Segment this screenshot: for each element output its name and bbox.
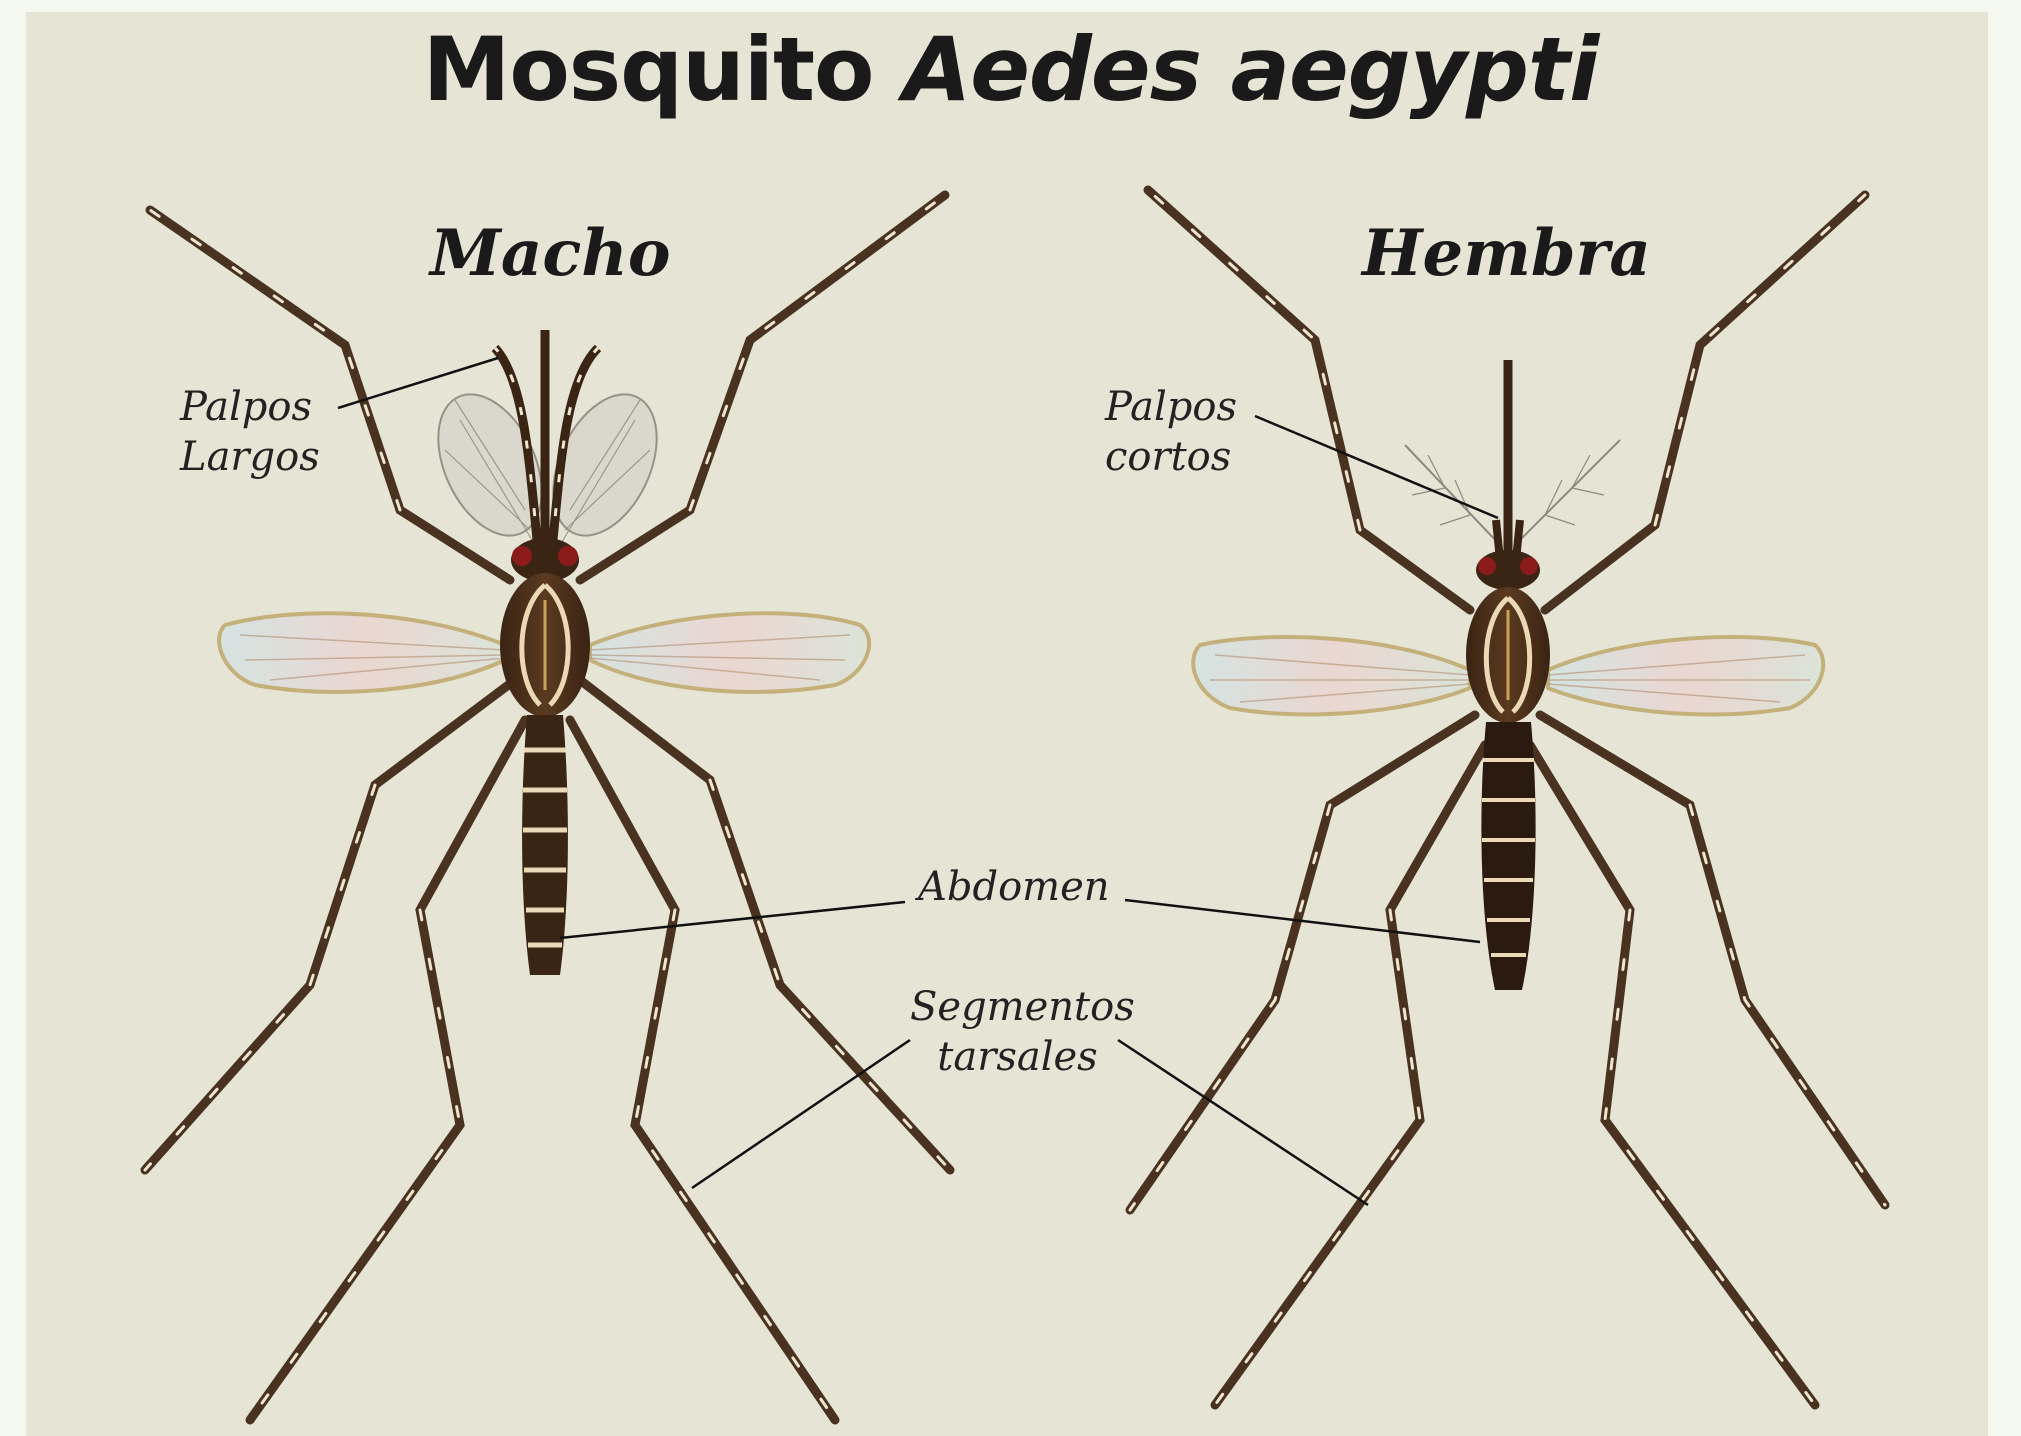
label-palpos-largos-line1: Palpos (180, 382, 320, 432)
page-title: Mosquito Aedes aegypti (0, 18, 2021, 121)
label-abdomen: Abdomen (918, 862, 1110, 912)
label-tarsales-line2: tarsales (910, 1032, 1125, 1082)
male-leg-middle-left (145, 680, 515, 1170)
label-abdomen-text: Abdomen (918, 862, 1110, 912)
female-leg-hind-right (1530, 745, 1815, 1405)
female-eye-right (1520, 557, 1538, 575)
male-wing-left (219, 613, 505, 692)
label-palpos-cortos-line1: Palpos (1105, 382, 1237, 432)
label-palpos-cortos: Palpos cortos (1105, 382, 1237, 482)
label-segmentos-line1: Segmentos (910, 982, 1125, 1032)
female-mosquito (1130, 190, 1885, 1405)
leader-palpos-cortos (1255, 416, 1498, 518)
male-leg-middle-right (580, 680, 950, 1170)
label-palpos-largos: Palpos Largos (180, 382, 320, 482)
leader-tarsales-male (692, 1040, 910, 1188)
male-wing-right (590, 613, 869, 692)
male-eye-left (512, 546, 532, 566)
heading-male: Macho (430, 216, 671, 291)
male-leg-hind-right (570, 720, 835, 1420)
female-leg-middle-right (1540, 715, 1885, 1205)
female-leg-middle-left (1130, 715, 1475, 1210)
male-abdomen (522, 715, 568, 975)
heading-female: Hembra (1362, 216, 1651, 291)
leader-abdomen-male (560, 902, 905, 938)
label-palpos-cortos-line2: cortos (1105, 432, 1237, 482)
female-leg-hind-left (1215, 745, 1485, 1405)
female-abdomen (1481, 722, 1535, 990)
male-leg-hind-left (250, 720, 525, 1420)
female-wing-right (1548, 637, 1823, 714)
male-mosquito (145, 195, 950, 1420)
title-main: Mosquito (423, 18, 874, 121)
female-eye-left (1478, 557, 1496, 575)
male-eye-right (558, 546, 578, 566)
title-species: Aedes aegypti (903, 18, 1598, 121)
female-wing-left (1193, 637, 1470, 714)
label-palpos-largos-line2: Largos (180, 432, 320, 482)
label-segmentos-tarsales: Segmentos tarsales (910, 982, 1125, 1082)
